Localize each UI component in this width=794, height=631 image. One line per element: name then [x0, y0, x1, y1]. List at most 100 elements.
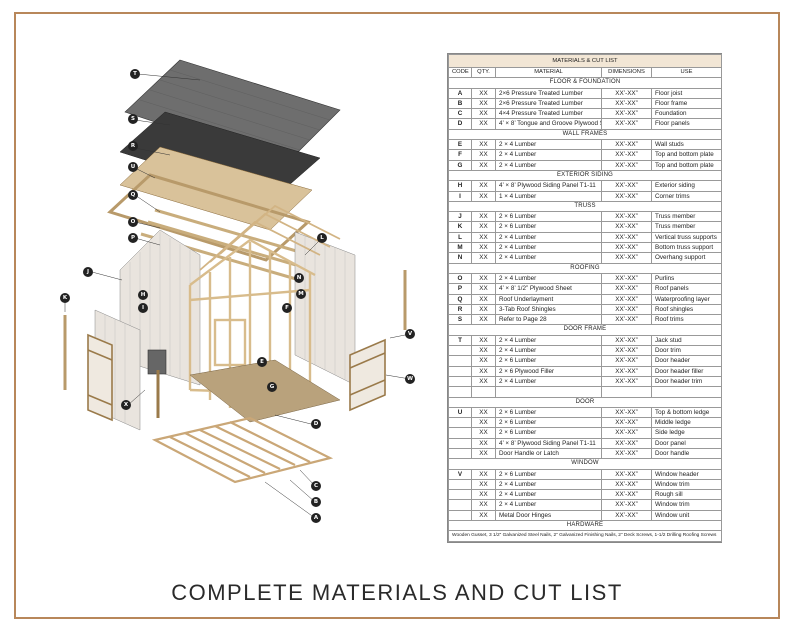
- callout-W: W: [405, 374, 415, 384]
- cell-material: 2 × 6 Lumber: [495, 417, 602, 429]
- section-row: ROOFING: [448, 262, 722, 274]
- callout-P: P: [128, 233, 138, 243]
- svg-text:J: J: [86, 269, 89, 275]
- callout-O: O: [128, 217, 138, 227]
- callout-F: F: [282, 303, 292, 313]
- callout-E: E: [257, 357, 267, 367]
- cell-use: Door handle: [651, 447, 722, 460]
- cell-dimensions: XX’-XX”: [601, 180, 652, 192]
- cell-qty: XX: [471, 139, 496, 151]
- callout-S: S: [128, 114, 138, 124]
- svg-text:H: H: [141, 292, 146, 298]
- svg-text:V: V: [408, 331, 413, 337]
- frame-border-right: [778, 12, 780, 619]
- cell-use: Floor panels: [651, 118, 722, 130]
- cell-material: 2 × 6 Lumber: [495, 211, 602, 223]
- frame-border-bottom: [14, 617, 780, 619]
- cell-use: [651, 386, 722, 398]
- svg-text:U: U: [131, 164, 135, 170]
- callout-J: J: [83, 267, 93, 277]
- cell-use: Roof panels: [651, 283, 722, 295]
- right-door: [349, 338, 386, 412]
- cell-material: 4×4 Pressure Treated Lumber: [495, 108, 602, 120]
- cell-use: Foundation: [651, 108, 722, 120]
- cell-use: Door header trim: [651, 375, 722, 388]
- cell-code: [448, 375, 472, 388]
- section-row: DOOR: [448, 396, 722, 408]
- cell-use: Floor frame: [651, 97, 722, 110]
- cell-material: 2 × 4 Lumber: [495, 478, 602, 491]
- cell-dimensions: XX’-XX”: [601, 293, 652, 305]
- cell-code: P: [448, 283, 472, 295]
- cell-code: D: [448, 118, 472, 130]
- cell-code: E: [448, 139, 472, 151]
- floor-plywood: [189, 359, 341, 423]
- cell-qty: XX: [471, 293, 496, 305]
- cell-qty: XX: [471, 375, 496, 388]
- cell-use: Window trim: [651, 499, 722, 511]
- cell-use: Roof shingles: [651, 303, 722, 316]
- cell-dimensions: XX’-XX”: [601, 139, 652, 151]
- roof-trusses: [199, 204, 341, 271]
- cell-dimensions: XX’-XX”: [601, 509, 652, 522]
- svg-text:O: O: [131, 219, 136, 225]
- cell-dimensions: XX’-XX”: [601, 355, 652, 367]
- section-row: HARDWARE: [448, 520, 722, 532]
- cell-use: Top and bottom plate: [651, 159, 722, 171]
- cell-use: Wall studs: [651, 139, 722, 151]
- cell-qty: XX: [471, 478, 496, 491]
- cell-dimensions: XX’-XX”: [601, 447, 652, 460]
- svg-text:W: W: [407, 376, 413, 382]
- cell-use: Top and bottom plate: [651, 149, 722, 161]
- callout-D: D: [311, 419, 321, 429]
- svg-text:T: T: [133, 71, 137, 77]
- cell-code: [448, 427, 472, 439]
- cell-dimensions: XX’-XX”: [601, 375, 652, 388]
- cell-use: Rough sill: [651, 489, 722, 501]
- cell-code: S: [448, 314, 472, 326]
- left-door: [87, 333, 113, 422]
- cell-dimensions: XX’-XX”: [601, 427, 652, 439]
- callout-I: I: [138, 303, 148, 313]
- cell-qty: [471, 386, 496, 398]
- cell-qty: XX: [471, 242, 496, 254]
- col-header-qty: QTY.: [471, 66, 496, 79]
- cell-material: 2 × 4 Lumber: [495, 489, 602, 501]
- cell-use: Door header filler: [651, 365, 722, 377]
- cell-qty: XX: [471, 252, 496, 264]
- frame-border-top: [14, 12, 780, 14]
- cell-material: Roof Underlayment: [495, 293, 602, 305]
- callout-T: T: [130, 69, 140, 79]
- section-row: WALL FRAMES: [448, 128, 722, 141]
- cell-dimensions: XX’-XX”: [601, 303, 652, 316]
- shed-exploded-diagram: T S R U Q O P J K H I L N M F E G V W X …: [60, 59, 415, 523]
- cell-code: [448, 345, 472, 357]
- floor-frame: [151, 416, 334, 484]
- cell-use: Truss member: [651, 211, 722, 223]
- cell-qty: XX: [471, 314, 496, 326]
- callout-N: N: [294, 273, 304, 283]
- svg-text:N: N: [297, 275, 302, 281]
- cell-qty: XX: [471, 283, 496, 295]
- cell-material: 2 × 4 Lumber: [495, 139, 602, 151]
- svg-text:Q: Q: [131, 192, 136, 198]
- cell-use: Window unit: [651, 509, 722, 522]
- cell-qty: XX: [471, 447, 496, 460]
- callout-X: X: [121, 400, 131, 410]
- cell-material: 2×6 Pressure Treated Lumber: [495, 97, 602, 110]
- cell-use: Window header: [651, 468, 722, 480]
- section-row: WINDOW: [448, 458, 722, 470]
- cell-use: Floor joist: [651, 87, 722, 99]
- svg-text:K: K: [63, 295, 68, 301]
